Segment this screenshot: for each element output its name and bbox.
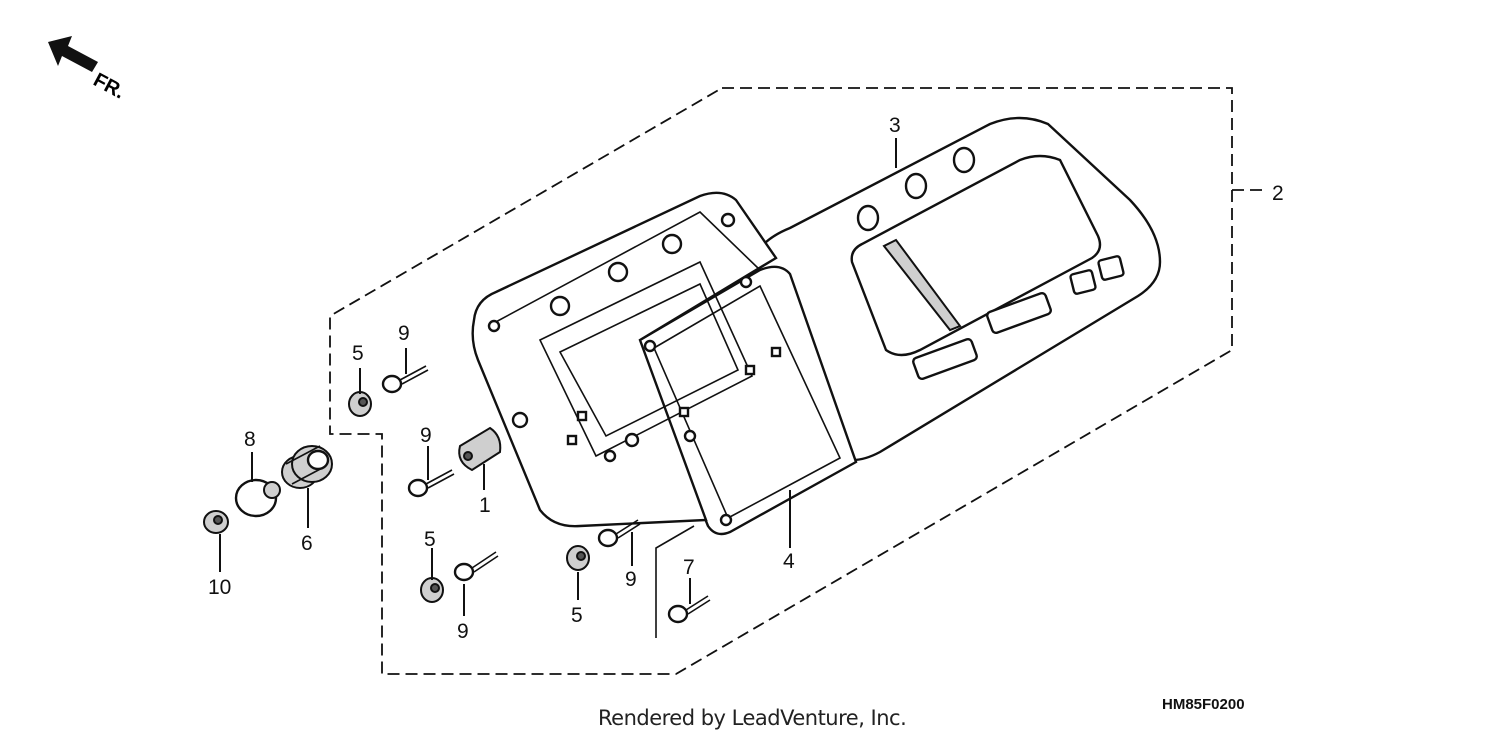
callout-9-top: 9 — [398, 322, 410, 345]
meter-cover — [750, 116, 1162, 462]
callout-8: 8 — [244, 428, 256, 451]
screw — [381, 365, 429, 394]
clip — [458, 426, 502, 472]
footer-credit: Rendered by LeadVenture, Inc. — [598, 706, 907, 730]
screw — [453, 551, 499, 582]
gasket — [635, 265, 858, 536]
front-label: FR. — [90, 69, 129, 104]
washer — [203, 510, 229, 534]
bulb — [234, 478, 281, 518]
callout-6: 6 — [301, 532, 313, 555]
callout-2: 2 — [1272, 182, 1284, 205]
callout-9-mid: 9 — [420, 424, 432, 447]
callout-3: 3 — [889, 114, 901, 137]
grommet — [420, 577, 444, 603]
callout-9-lower-right: 9 — [625, 568, 637, 591]
front-direction-arrow-icon: FR. — [48, 36, 128, 104]
leader-lines — [219, 138, 897, 616]
callout-5-lower-right: 5 — [571, 604, 583, 627]
grommet — [348, 391, 372, 417]
callout-5-lower-left: 5 — [424, 528, 436, 551]
grommet — [566, 545, 590, 571]
callout-4: 4 — [783, 550, 795, 573]
diagram-code: HM85F0200 — [1162, 696, 1245, 713]
callout-1: 1 — [479, 494, 491, 517]
callout-5-top: 5 — [352, 342, 364, 365]
socket — [281, 445, 333, 489]
screw — [407, 469, 455, 498]
callout-9-lower-left: 9 — [457, 620, 469, 643]
bolt-boundary — [655, 525, 695, 638]
bolt — [667, 595, 711, 624]
assembly-boundary — [329, 87, 1233, 675]
screw — [597, 519, 641, 548]
callout-10: 10 — [208, 576, 231, 599]
callout-7: 7 — [683, 556, 695, 579]
meter-case — [471, 191, 782, 528]
